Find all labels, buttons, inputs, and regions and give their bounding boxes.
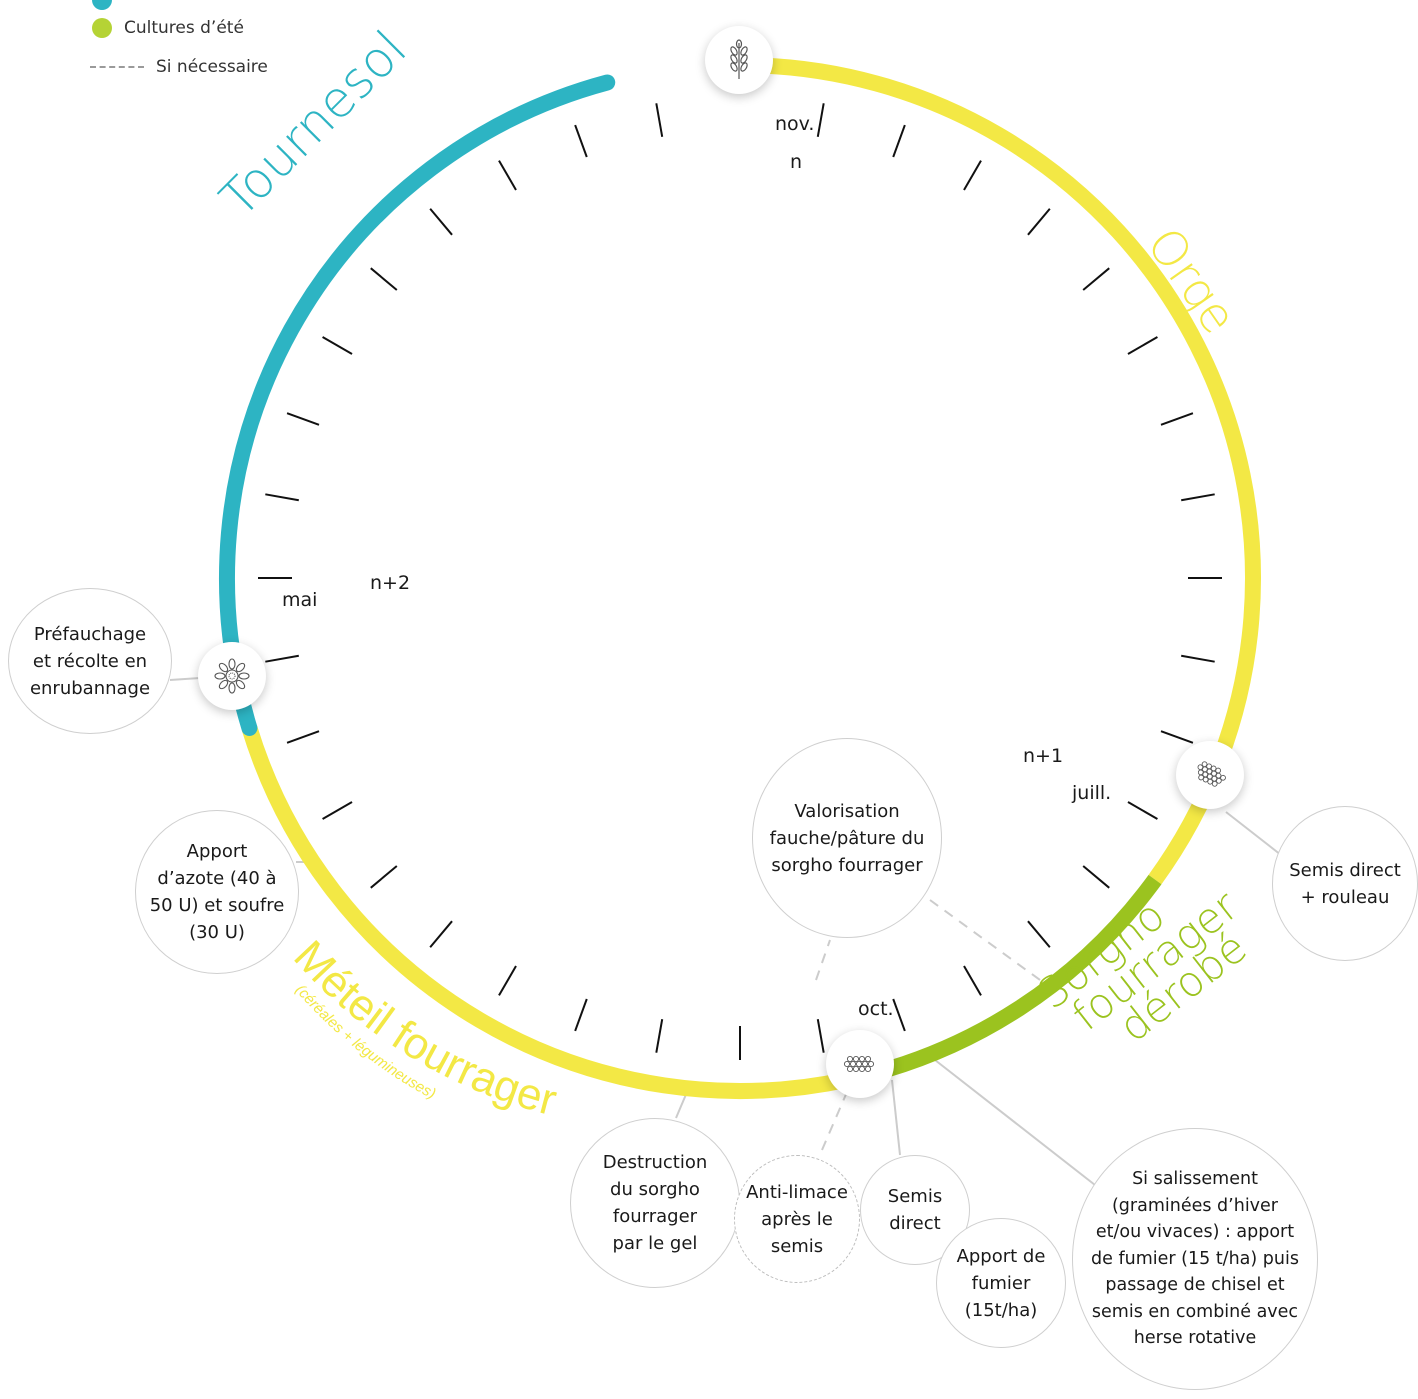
legend-optional-label: Si nécessaire [156, 57, 268, 77]
month-tick [429, 920, 453, 948]
year-label-n1: n+1 [1023, 745, 1064, 767]
month-tick [370, 865, 398, 889]
month-label-juill: juill. [1072, 782, 1112, 804]
legend-summer: Cultures d’été [92, 18, 244, 38]
month-tick [498, 160, 517, 191]
month-tick [265, 654, 299, 663]
month-tick [286, 730, 320, 744]
bubble-semis-rouleau: Semis direct+ rouleau [1272, 806, 1418, 961]
month-tick [655, 1019, 664, 1053]
month-tick [1082, 865, 1110, 889]
seed-cluster-icon [826, 1030, 894, 1098]
legend-optional: Si nécessaire [90, 57, 268, 77]
month-tick [892, 998, 906, 1032]
month-tick [1027, 208, 1051, 236]
month-tick [286, 412, 320, 426]
wheat-icon [705, 26, 773, 94]
month-tick [322, 336, 353, 355]
connector-line-dashed [815, 939, 831, 981]
month-tick [816, 103, 825, 137]
month-tick [816, 1019, 825, 1053]
connector-lines [169, 675, 1291, 1186]
arc-tournesol [219, 74, 616, 736]
month-tick [1127, 801, 1158, 820]
connector-line-dashed [929, 899, 1041, 981]
month-tick [574, 998, 588, 1032]
legend-summer-label: Cultures d’été [124, 18, 244, 38]
rotation-arcs [219, 57, 1261, 1099]
month-tick [963, 965, 982, 996]
month-tick [963, 160, 982, 191]
month-tick [1160, 730, 1194, 744]
month-tick [1027, 920, 1051, 948]
connector-line [934, 1059, 1096, 1186]
month-tick [655, 103, 664, 137]
month-ticks [258, 103, 1222, 1060]
arc-sorgho [844, 874, 1162, 1088]
month-tick [1181, 654, 1215, 663]
month-tick [370, 267, 398, 291]
arc-orge [739, 57, 1261, 885]
month-tick [498, 965, 517, 996]
legend-dash-swatch [90, 66, 144, 68]
sunflower-icon [198, 642, 266, 710]
connector-line-dashed [821, 1084, 851, 1151]
month-tick [1160, 412, 1194, 426]
legend-teal-swatch [92, 0, 112, 10]
month-tick [429, 208, 453, 236]
month-tick [1127, 336, 1158, 355]
year-label-n2: n+2 [370, 572, 411, 594]
grain-pile-icon [1176, 741, 1244, 809]
arc-meteil [241, 725, 849, 1099]
month-tick [1082, 267, 1110, 291]
month-tick [574, 124, 588, 158]
connector-line [891, 1079, 901, 1156]
month-label-nov: nov. [775, 113, 815, 135]
year-label-n: n [790, 151, 803, 173]
month-tick [892, 124, 906, 158]
month-label-oct: oct. [858, 998, 894, 1020]
month-tick [1181, 493, 1215, 502]
month-tick [265, 493, 299, 502]
month-tick [322, 801, 353, 820]
month-label-mai: mai [282, 589, 318, 611]
legend-partial [92, 0, 124, 10]
legend-green-swatch [92, 18, 112, 38]
